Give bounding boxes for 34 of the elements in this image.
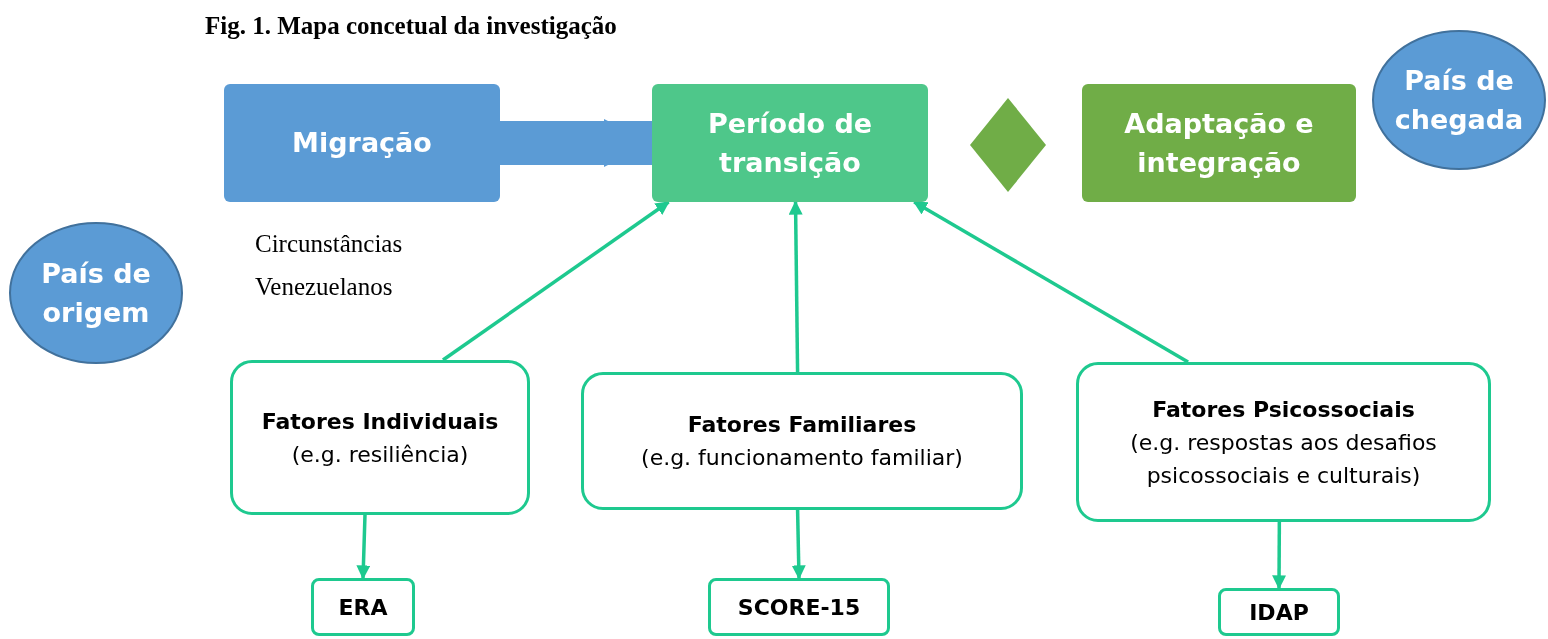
factor-box — [1076, 362, 1491, 522]
box-heading: Fatores Psicossociais — [1152, 395, 1415, 424]
instrument-box — [311, 578, 415, 636]
instrument-box — [1218, 588, 1340, 636]
block-arrow — [500, 119, 652, 167]
arrow — [913, 200, 1189, 364]
process-box — [652, 84, 928, 202]
decision-diamond — [970, 98, 1046, 192]
box-label: ERA — [338, 594, 388, 620]
box-description: (e.g. funcionamento familiar) — [641, 444, 963, 472]
note-text: Venezuelanos — [255, 273, 393, 301]
figure-title: Fig. 1. Mapa concetual da investigação — [205, 12, 617, 40]
factor-box — [581, 372, 1023, 510]
box-description: (e.g. resiliência) — [291, 440, 469, 469]
box-label: País de origem — [40, 256, 152, 330]
box-heading: Fatores Individuais — [261, 407, 499, 436]
arrow — [356, 514, 371, 580]
box-label: Período de transição — [706, 106, 874, 180]
arrow — [788, 200, 803, 373]
arrow — [442, 200, 670, 362]
box-description: (e.g. respostas aos desafios psicossociais e culturais) — [1129, 428, 1438, 490]
instrument-box — [708, 578, 890, 636]
box-label: País de chegada — [1393, 63, 1525, 137]
note-text: Circunstâncias — [255, 230, 403, 258]
factor-box — [230, 360, 530, 515]
process-box — [1082, 84, 1356, 202]
box-heading: Fatores Familiares — [687, 411, 917, 439]
process-box — [224, 84, 500, 202]
box-label: Migração — [292, 126, 432, 161]
box-label: IDAP — [1249, 599, 1309, 625]
box-label: SCORE-15 — [737, 594, 861, 620]
arrow — [791, 509, 806, 580]
arrow — [1272, 522, 1287, 590]
box-label: Adaptação e integração — [1123, 106, 1315, 180]
